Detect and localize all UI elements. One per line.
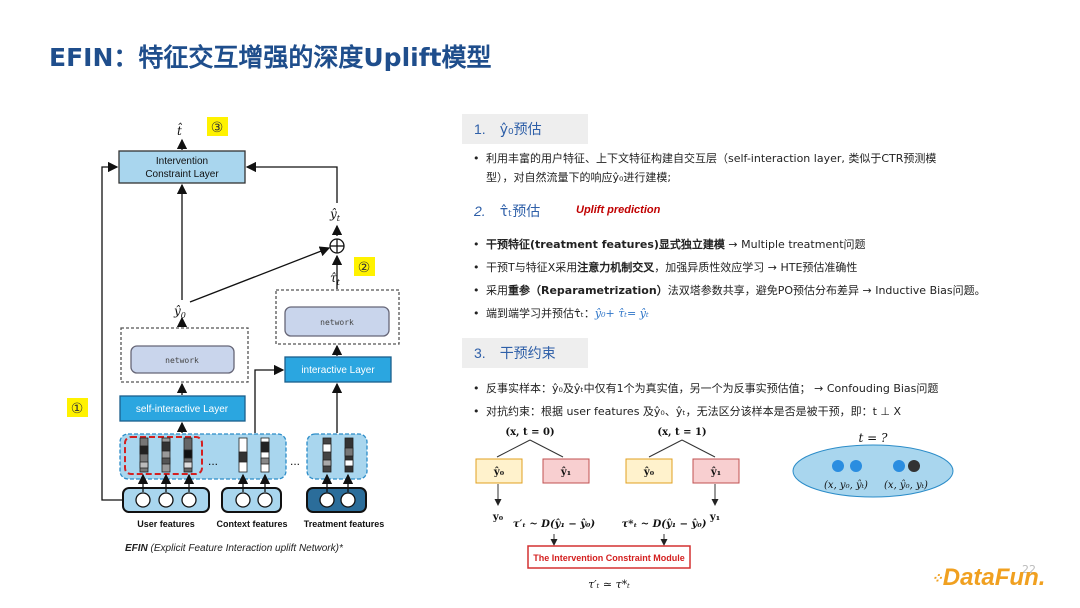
datafun-logo: ⁘DataFun. (931, 564, 1046, 591)
sec2-bullet-1: 干预特征(treatment features)显式独立建模 → Multipl… (473, 235, 866, 254)
sec2-bullet-2: 干预T与特征X采用注意力机制交叉，加强异质性效应学习 → HTE预估准确性 (473, 258, 857, 277)
section-1-header: 1.ŷ₀预估 (462, 114, 588, 144)
page-number: 22 (1022, 563, 1036, 576)
intervention-label-1: Intervention (156, 156, 208, 167)
y0-box-label: ŷ₀ (493, 467, 505, 478)
y1-output: y₁ (709, 512, 720, 523)
section-3-header: 3.干预约束 (462, 338, 588, 368)
yt-hat-label: ŷt (329, 207, 341, 223)
t-question: t = ? (859, 431, 889, 445)
xt0-label: (x, t = 0) (505, 427, 554, 438)
logo-dots-icon: ⁘ (931, 570, 943, 587)
network-left-label: network (165, 356, 199, 365)
intervention-label-2: Constraint Layer (145, 169, 219, 180)
sec3-bullet-1: 反事实样本：ŷ₀及ŷₜ中仅有1个为真实值，另一个为反事实预估值； → Confo… (473, 379, 938, 398)
interactive-label: interactive Layer (301, 365, 375, 376)
xt1-label: (x, t = 1) (657, 427, 706, 438)
treatment-features-label: Treatment features (304, 519, 385, 529)
approx-formula: τ′ₜ ≃ τ*ₜ (588, 578, 630, 591)
ellipsis-1: ... (208, 454, 218, 468)
diagram-caption: EFIN (Explicit Feature Interaction uplif… (125, 543, 343, 554)
network-right-container (275, 289, 400, 345)
sec2-bullet-4: 端到端学习并预估τ̂ₜ：ŷ₀+ τ̂ₜ= ŷₜ (473, 304, 649, 323)
y0-box-label-2: ŷ₀ (643, 467, 655, 478)
ellipsis-2: ... (290, 454, 300, 468)
sec1-bullet: 利用丰富的用户特征、上下文特征构建自交互层（self-interaction l… (473, 149, 936, 168)
uplift-prediction-label: Uplift prediction (576, 204, 661, 216)
section-2-header: 2.τ̂ₜ预估 (462, 196, 567, 226)
self-interactive-label: self-interactive Layer (136, 404, 229, 415)
network-left-container (120, 327, 249, 383)
user-features-label: User features (137, 519, 195, 529)
tau-hat-label: τ̂t (330, 271, 341, 287)
marker-three: ③ (211, 120, 224, 136)
t-hat-output: t̂ (177, 121, 183, 138)
y1-box-label: ŷ₁ (560, 467, 571, 478)
tau-prime-formula: τ′ₜ ~ D(ŷ₁ − ŷ₀) (513, 519, 596, 530)
y0-output: y₀ (492, 512, 504, 523)
ellipse-tuple-a: (x, y₀, ŷₜ) (824, 480, 868, 491)
marker-one: ① (71, 401, 84, 417)
context-features-label: Context features (216, 519, 287, 529)
network-left-box (130, 345, 235, 374)
sec3-bullet-2: 对抗约束：根据 user features 及ŷ₀、ŷₜ，无法区分该样本是否是被… (473, 402, 901, 421)
sec2-bullet-3: 采用重参（Reparametrization）法双塔参数共享，避免PO预估分布差… (473, 281, 986, 300)
y0-hat-label: ŷ0 (173, 304, 186, 320)
interactive-layer-box (284, 356, 392, 383)
network-right-label: network (320, 318, 354, 327)
ellipse-tuple-b: (x, ŷ₀, yₜ) (884, 480, 928, 491)
intervention-constraint-layer-box (118, 150, 246, 184)
sec1-bullet-cont: 型），对自然流量下的响应ŷ₀进行建模; (486, 171, 672, 184)
tau-star-formula: τ*ₜ ~ D(ŷ₁ − ŷ₀) (622, 519, 707, 530)
constraint-module-label: The Intervention Constraint Module (533, 553, 685, 563)
marker-two: ② (358, 260, 371, 276)
network-right-box (284, 306, 390, 337)
y1-box-label-2: ŷ₁ (710, 467, 721, 478)
self-interactive-layer-box (119, 395, 246, 422)
page-title: EFIN：特征交互增强的深度Uplift模型 (49, 43, 492, 72)
